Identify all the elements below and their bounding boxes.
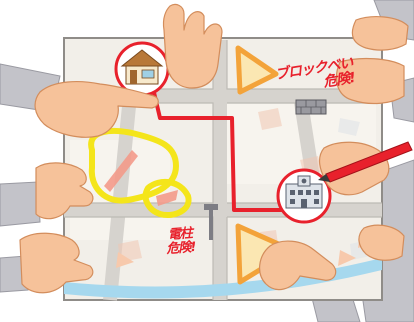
brick-wall-icon: [295, 99, 327, 115]
danger-zones: [88, 128, 192, 218]
house-icon: [114, 41, 170, 97]
utility-pole-warning-note: 電柱 危険!: [165, 226, 196, 257]
utility-pole-note-line-2: 危険!: [165, 239, 196, 257]
hands: [19, 3, 409, 294]
school-icon: [276, 168, 332, 224]
utility-pole-icon: [204, 204, 218, 240]
pen-icon: [318, 141, 413, 183]
